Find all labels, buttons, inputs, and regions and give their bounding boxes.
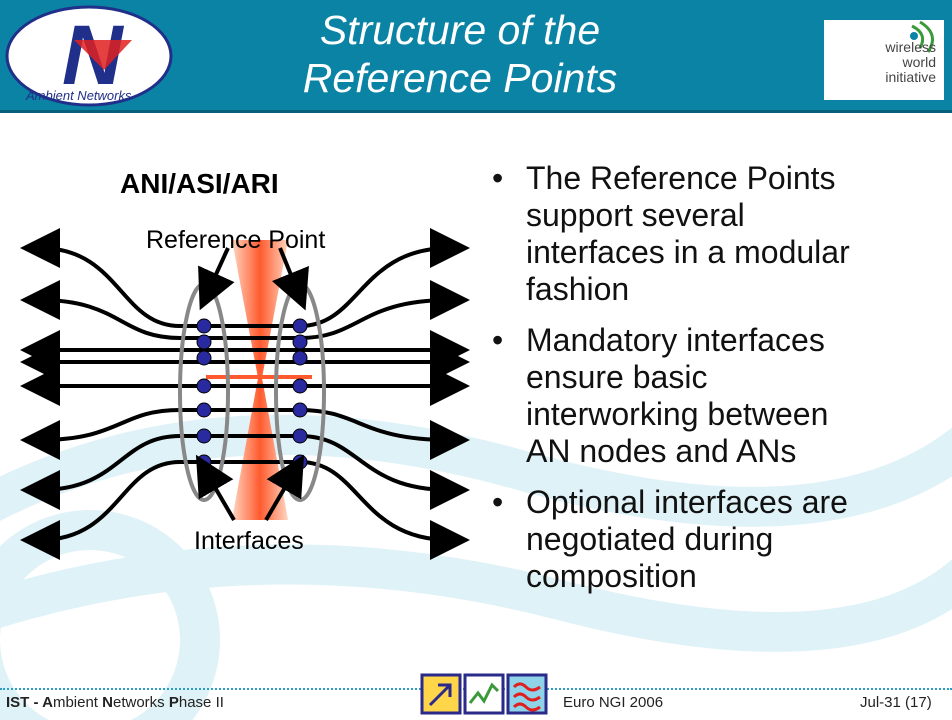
header-rule xyxy=(0,110,952,113)
bullet-3-line-2: negotiated during xyxy=(526,521,774,557)
wwi-line-2: world xyxy=(902,54,936,70)
wireless-world-initiative-logo: wireless world initiative xyxy=(824,20,944,100)
int-arrow-right xyxy=(264,454,305,522)
footer-event: Euro NGI 2006 xyxy=(563,694,664,711)
title-line-2: Reference Points xyxy=(302,55,618,101)
bullet-dot-icon: • xyxy=(492,160,504,196)
flow-lines xyxy=(20,228,470,560)
ist-program-logo xyxy=(420,673,548,715)
reference-point-diagram xyxy=(20,228,470,560)
bullet-2: • Mandatory interfaces ensure basic inte… xyxy=(492,322,947,470)
footer-part: IST - A xyxy=(6,694,53,711)
wwi-line-1: wireless xyxy=(885,39,936,55)
bullet-2-line-3: interworking between xyxy=(526,396,829,432)
footer-part: mbient xyxy=(52,694,103,711)
slide-title: Structure of the Reference Points xyxy=(200,6,720,102)
wwi-line-3: initiative xyxy=(885,69,936,85)
bullet-1-line-4: fashion xyxy=(526,271,630,307)
bullet-1: • The Reference Points support several i… xyxy=(492,160,947,308)
logo-ring-text: Ambient Networks xyxy=(25,88,132,103)
bullet-list: • The Reference Points support several i… xyxy=(492,160,947,609)
diagram-title: ANI/ASI/ARI xyxy=(120,168,279,199)
bullet-3-line-1: Optional interfaces are xyxy=(526,484,848,520)
bullet-1-line-1: The Reference Points xyxy=(526,160,836,196)
bullet-2-line-4: AN nodes and ANs xyxy=(526,433,797,469)
wwi-text: wireless world initiative xyxy=(885,40,936,85)
footer-part: etworks xyxy=(113,694,169,711)
footer-part: N xyxy=(102,694,113,711)
bullet-3: • Optional interfaces are negotiated dur… xyxy=(492,484,947,595)
bullet-1-line-2: support several xyxy=(526,197,745,233)
bullet-dot-icon: • xyxy=(492,322,504,358)
bullet-3-line-3: composition xyxy=(526,558,697,594)
wwi-waves-icon xyxy=(910,20,934,53)
ref-arrow-right xyxy=(271,247,309,311)
bullet-2-line-2: ensure basic xyxy=(526,359,708,395)
reference-point-label: Reference Point xyxy=(146,226,326,254)
bullet-2-line-1: Mandatory interfaces xyxy=(526,322,825,358)
hourglass-beam xyxy=(232,240,288,520)
bullet-dot-icon: • xyxy=(492,484,504,520)
title-line-1: Structure of the xyxy=(319,7,601,53)
bullet-1-line-3: interfaces in a modular xyxy=(526,234,850,270)
footer-date-page: Jul-31 (17) xyxy=(860,694,932,711)
int-arrow-left xyxy=(195,454,236,522)
interfaces-label: Interfaces xyxy=(194,527,304,555)
ref-arrow-left xyxy=(198,247,235,311)
footer-project-name: IST - Ambient Networks Phase II xyxy=(6,694,224,711)
ambient-networks-logo: N Ambient Networks xyxy=(5,5,173,107)
footer-part: hase II xyxy=(178,694,224,711)
footer-part: P xyxy=(168,694,179,711)
